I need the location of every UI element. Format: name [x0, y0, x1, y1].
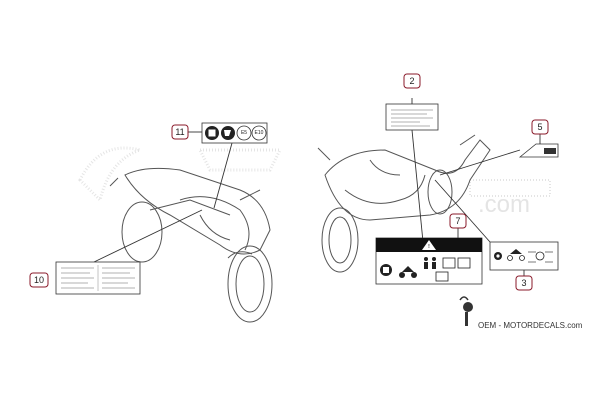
- warning-triangle-icon: !: [422, 240, 436, 250]
- svg-text:!: !: [428, 244, 430, 250]
- motorcycle-right-illustration: [317, 134, 491, 273]
- decal-11-label: E5 E10: [201, 122, 268, 144]
- rider-icon: [424, 257, 428, 269]
- svg-text:E5: E5: [241, 130, 247, 136]
- decal-10-label: [55, 261, 141, 295]
- motorcycle-icon: [507, 249, 525, 261]
- manual-book-icon: [380, 264, 392, 276]
- leader-lines: [93, 98, 541, 276]
- watermark: .com: [78, 146, 551, 218]
- decal-7-label: !: [375, 237, 483, 285]
- e5-badge: E5: [236, 125, 252, 141]
- svg-text:11: 11: [175, 127, 184, 137]
- fuel-nozzle-icon: [221, 126, 235, 140]
- motorcycle-left-illustration: [109, 167, 273, 323]
- brand-logo: [459, 296, 473, 326]
- callout-5[interactable]: 5: [531, 119, 549, 135]
- tire-icon: [528, 251, 553, 263]
- callout-7[interactable]: 7: [449, 213, 467, 229]
- decal-3-label: [489, 241, 559, 271]
- callout-2[interactable]: 2: [403, 73, 421, 89]
- svg-text:3: 3: [521, 278, 526, 288]
- callout-3[interactable]: 3: [515, 275, 533, 291]
- callout-10[interactable]: 10: [29, 272, 49, 288]
- e10-badge: E10: [251, 125, 267, 141]
- svg-text:2: 2: [409, 76, 414, 86]
- svg-text:5: 5: [537, 122, 542, 132]
- brand-text: OEM - MOTORDECALS.com: [478, 321, 583, 330]
- fuel-pump-icon: [205, 126, 219, 140]
- luggage-icon: [435, 257, 471, 282]
- decal-2-label: [385, 103, 439, 131]
- watermark-text: .com: [478, 191, 530, 218]
- callout-11[interactable]: 11: [171, 124, 189, 140]
- motorcycle-load-icon: [399, 266, 417, 278]
- svg-text:E10: E10: [255, 130, 264, 136]
- svg-text:7: 7: [455, 216, 460, 226]
- svg-text:10: 10: [34, 275, 44, 285]
- passenger-icon: [432, 257, 436, 269]
- helmet-icon: [494, 252, 502, 260]
- decal-5-label: [518, 143, 559, 158]
